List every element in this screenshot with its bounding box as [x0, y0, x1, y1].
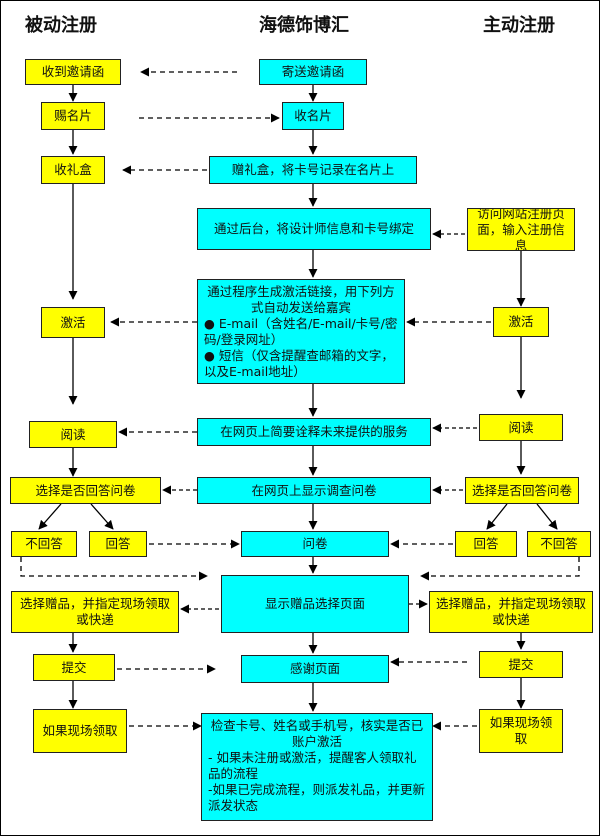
box-thanks-page: 感谢页面: [241, 655, 389, 683]
arrow-noanswer-right-to-giftpage: [420, 557, 580, 581]
arrow-v-left-7: [90, 503, 114, 530]
box-backend-bind: 通过后台，将设计师信息和卡号绑定: [197, 208, 431, 250]
box-answer-right: 回答: [455, 531, 517, 557]
arrow-v-right-4: [486, 503, 508, 530]
box-no-answer-left: 不回答: [11, 531, 77, 557]
box-answer-left: 回答: [89, 531, 147, 557]
box-activate-right: 激活: [493, 307, 549, 337]
box-submit-left: 提交: [33, 654, 115, 681]
title-passive-registration: 被动注册: [25, 15, 97, 36]
box-generate-activation-link: 通过程序生成激活链接，用下列方式自动发送给嘉宾 ● E-mail（含姓名/E-m…: [197, 279, 405, 384]
title-center: 海德饰博汇: [259, 15, 349, 36]
check-line2: - 如果未注册或激活，提醒客人领取礼品的流程: [208, 750, 417, 781]
box-submit-right: 提交: [479, 651, 563, 678]
box-activate-left: 激活: [41, 307, 105, 338]
arrow-v-right-5: [536, 503, 558, 530]
box-show-survey: 在网页上显示调查问卷: [197, 477, 431, 504]
box-show-gift-page: 显示赠品选择页面: [221, 575, 409, 633]
check-line3: -如果已完成流程，则派发礼品，并更新派发状态: [208, 782, 426, 813]
box-give-gift-box: 赠礼盒，将卡号记录在名片上: [209, 156, 417, 184]
box-visit-site: 访问网站注册页面，输入注册信息: [467, 208, 575, 251]
box-check-status: 检查卡号、姓名或手机号，核实是否已账户激活 - 如果未注册或激活，提醒客人领取礼…: [201, 713, 433, 821]
check-line1: 检查卡号、姓名或手机号，核实是否已账户激活: [210, 718, 424, 749]
box-survey: 问卷: [241, 531, 389, 557]
box-receive-card: 收名片: [282, 102, 344, 130]
gen-link-line1: 通过程序生成激活链接，用下列方式自动发送给嘉宾: [207, 284, 395, 315]
box-no-answer-right: 不回答: [527, 531, 591, 557]
box-choose-gift-right: 选择赠品，并指定现场领取或快递: [429, 591, 593, 633]
box-choose-survey-right: 选择是否回答问卷: [465, 477, 579, 504]
gen-link-line2: ● E-mail（含姓名/E-mail/卡号/密码/登录网址）: [204, 316, 398, 347]
arrow-noanswer-left-to-giftpage: [20, 557, 208, 581]
gen-link-line3: ● 短信（仅含提醒查邮箱的文字，以及E-mail地址）: [204, 348, 394, 379]
box-send-invite: 寄送邀请函: [259, 59, 367, 85]
box-onsite-right: 如果现场领取: [479, 709, 563, 753]
box-read-left: 阅读: [29, 421, 117, 448]
box-choose-survey-left: 选择是否回答问卷: [10, 477, 161, 504]
box-services: 在网页上简要诠释未来提供的服务: [197, 418, 431, 446]
title-active-registration: 主动注册: [483, 15, 555, 36]
box-read-right: 阅读: [479, 414, 563, 441]
arrow-v-left-6: [38, 503, 62, 530]
box-receive-invite: 收到邀请函: [25, 59, 121, 85]
box-give-card: 赐名片: [41, 102, 105, 130]
box-receive-gift-box: 收礼盒: [41, 156, 105, 184]
box-choose-gift-left: 选择赠品，并指定现场领取或快递: [11, 591, 179, 633]
box-onsite-left: 如果现场领取: [33, 709, 127, 753]
